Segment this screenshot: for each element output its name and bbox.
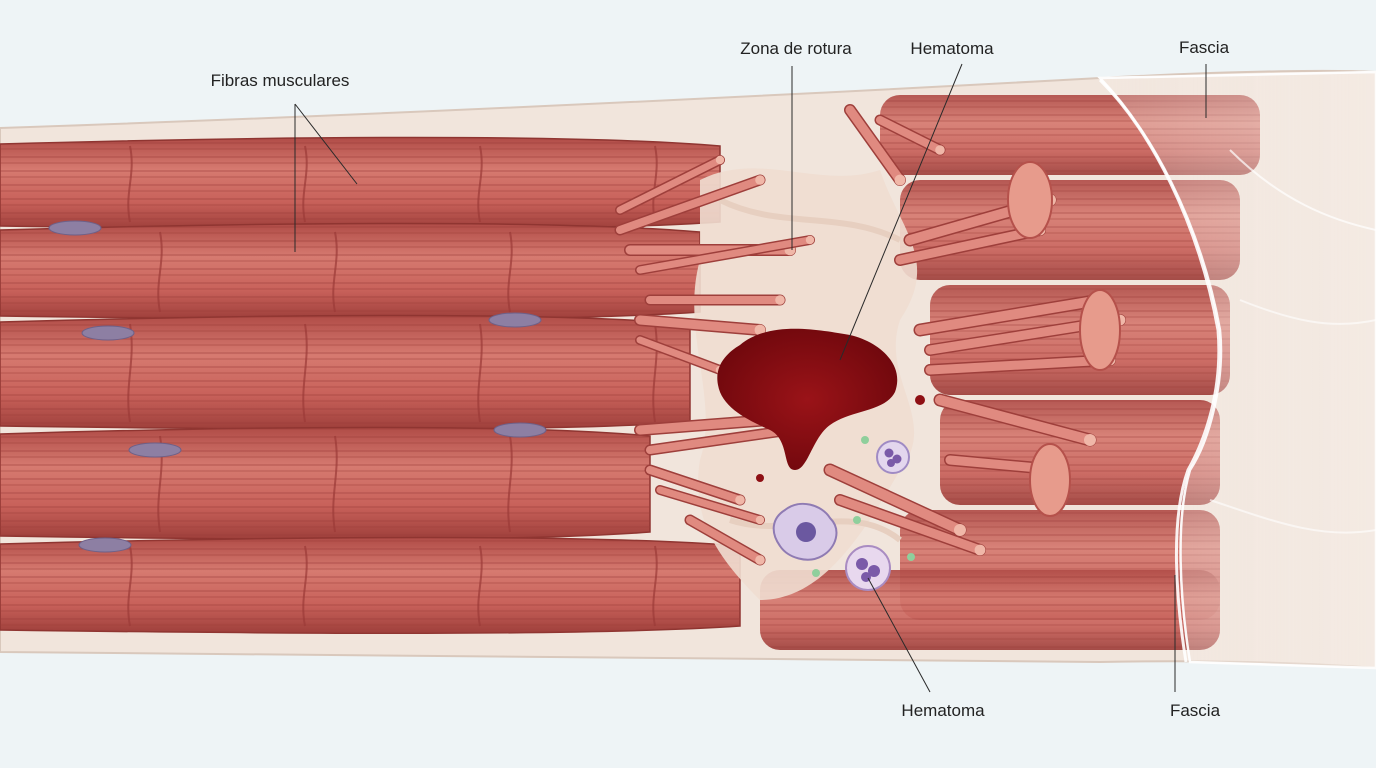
torn-strand <box>635 235 815 275</box>
torn-strand <box>634 314 766 336</box>
label-hematoma-top: Hematoma <box>910 39 994 58</box>
cell-nucleus <box>128 442 182 458</box>
leader-lines <box>294 63 1207 693</box>
fiber-cross-section <box>1079 289 1121 371</box>
small-cell <box>907 553 915 561</box>
torn-strand <box>644 294 786 306</box>
torn-strand <box>655 485 765 525</box>
torn-strand <box>614 174 766 236</box>
muscle-fibers-group <box>0 95 1260 650</box>
muscle-fiber <box>0 536 741 635</box>
label-fascia-bottom: Fascia <box>1170 701 1221 720</box>
muscle-fiber <box>0 222 701 321</box>
torn-strand <box>834 494 986 556</box>
small-cell <box>861 436 869 444</box>
cell-nucleus <box>81 325 135 341</box>
leader-hematoma-bottom <box>867 577 931 693</box>
small-cell <box>853 516 861 524</box>
torn-fiber-ends <box>614 104 1126 566</box>
leader-fibras-1 <box>294 103 358 185</box>
muscle-fiber <box>760 570 1220 650</box>
small-cell <box>812 569 820 577</box>
blood-droplet <box>756 474 764 482</box>
cell-nucleus <box>488 312 542 328</box>
torn-strand <box>823 463 967 537</box>
cell-nucleus <box>78 537 132 553</box>
torn-strand <box>933 393 1097 447</box>
white-blood-cell <box>772 502 838 561</box>
fascia-membrane-line <box>1209 499 1376 534</box>
blood-droplet <box>915 395 925 405</box>
muscle-fiber <box>0 136 721 231</box>
cell-nucleus <box>493 422 547 438</box>
labels: Fibras musculares Zona de rotura Hematom… <box>211 38 1230 720</box>
immune-cells <box>772 436 915 591</box>
leader-hematoma-top <box>839 63 963 361</box>
label-fascia-top: Fascia <box>1179 38 1230 57</box>
white-blood-cell <box>845 545 891 591</box>
muscle-fiber <box>0 426 651 541</box>
hematoma-clot <box>717 328 898 470</box>
muscle-fiber <box>900 180 1240 280</box>
fascia-membrane-line <box>1229 149 1376 231</box>
label-fibras-musculares: Fibras musculares <box>211 71 350 90</box>
muscle-fiber <box>0 314 691 431</box>
fascia-membrane-line <box>1239 299 1376 325</box>
muscle-fiber <box>940 400 1220 505</box>
cell-nucleus <box>48 220 102 236</box>
torn-strand <box>615 155 725 215</box>
torn-strand <box>874 114 946 156</box>
white-blood-cell <box>876 440 910 474</box>
fiber-cross-section <box>1029 443 1071 517</box>
label-zona-de-rotura: Zona de rotura <box>740 39 852 58</box>
torn-strand <box>644 464 746 506</box>
fiber-cross-section <box>1007 161 1053 239</box>
torn-strand <box>844 104 906 186</box>
torn-strand <box>684 514 766 566</box>
label-hematoma-bottom: Hematoma <box>901 701 985 720</box>
fascia-edge-line <box>1098 78 1221 663</box>
